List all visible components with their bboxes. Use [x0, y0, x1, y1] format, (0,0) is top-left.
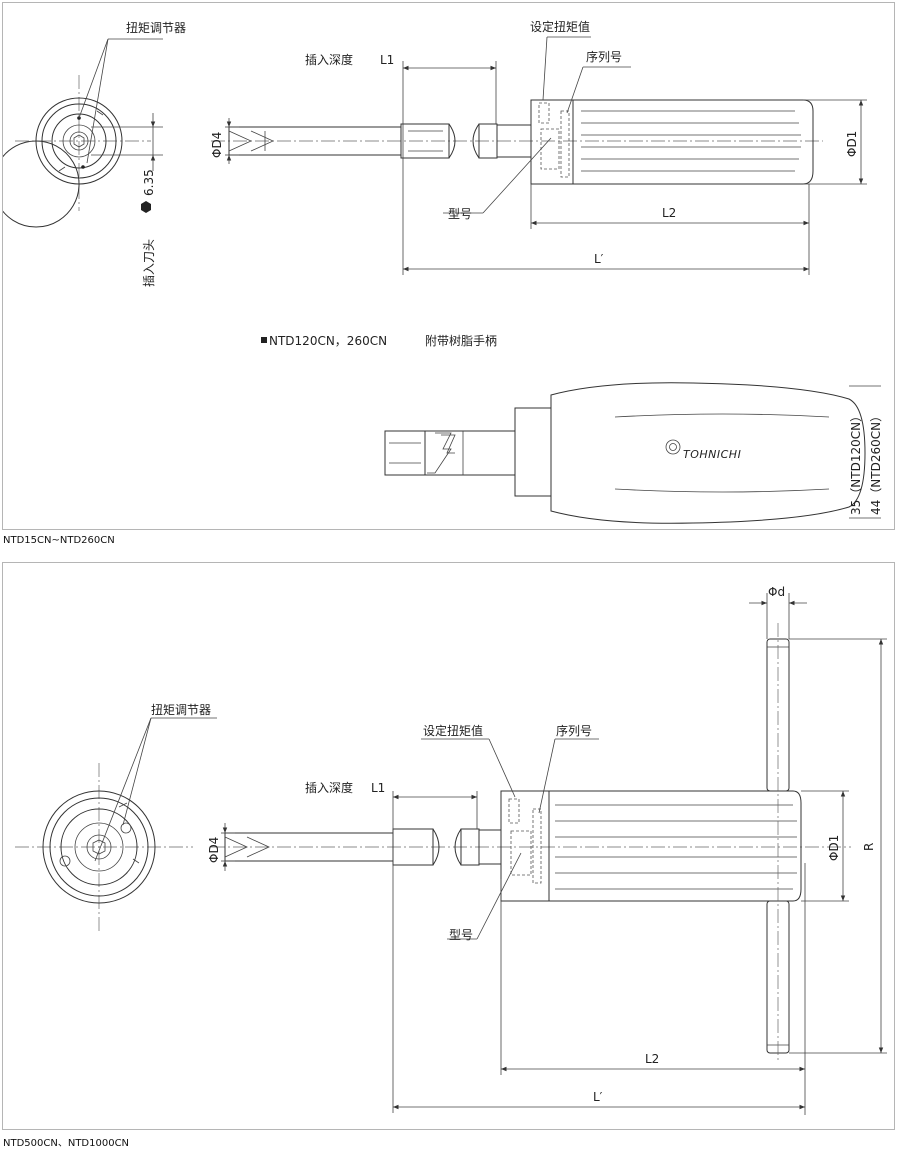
bottom-drawing-panel: 扭矩调节器 Φd [2, 562, 895, 1130]
bottom-caption: NTD500CN、NTD1000CN [3, 1138, 130, 1149]
bottom-phi-d1-label: ΦD1 [827, 835, 841, 861]
bottom-l2-label: L2 [645, 1052, 659, 1066]
hex-icon [141, 201, 151, 213]
bottom-end-view: 扭矩调节器 [15, 703, 217, 933]
bottom-l1-label: L1 [371, 781, 385, 795]
top-phi-d4-label: ΦD4 [210, 132, 224, 158]
top-drawing: 扭矩调节器 6.35 插入刀头 ΦD4 [3, 19, 883, 524]
resin-handle-view: TOHNICHI 35（NTD120CN） 44（NTD260CN） [384, 382, 883, 524]
top-caption: NTD15CN~NTD260CN [3, 535, 115, 546]
top-l2-label: L2 [662, 206, 676, 220]
top-lprime-label: L′ [594, 252, 604, 266]
top-hex-size: 6.35 [142, 169, 156, 196]
bottom-phi-d-label: Φd [768, 585, 785, 599]
top-dim-35: 35（NTD120CN） [849, 410, 863, 515]
top-phi-d1-label: ΦD1 [845, 131, 859, 157]
bottom-insert-depth-label: 插入深度 [305, 780, 353, 795]
top-variant-title: NTD120CN，260CN [269, 334, 387, 348]
top-end-view: 扭矩调节器 6.35 插入刀头 [3, 21, 186, 287]
bottom-serial-label: 序列号 [556, 723, 592, 738]
top-variant-desc: 附带树脂手柄 [425, 333, 497, 348]
bottom-drawing: 扭矩调节器 Φd [15, 585, 887, 1115]
bottom-side-view: Φd R ΦD1 ΦD4 插入深度 L1 设定扭矩值 序列号 型号 [207, 585, 887, 1115]
top-insert-depth-label: 插入深度 [305, 52, 353, 67]
top-set-torque-label: 设定扭矩值 [530, 19, 590, 34]
top-l1-label: L1 [380, 53, 394, 67]
bullet-square-icon [261, 337, 267, 343]
top-torque-adjuster-label: 扭矩调节器 [126, 21, 186, 35]
bottom-torque-adjuster-label: 扭矩调节器 [151, 703, 211, 717]
top-serial-label: 序列号 [586, 49, 622, 64]
tohnichi-logo: TOHNICHI [683, 448, 741, 461]
top-dim-44: 44（NTD260CN） [869, 410, 883, 515]
top-drawing-panel: 扭矩调节器 6.35 插入刀头 ΦD4 [2, 2, 895, 530]
bottom-lprime-label: L′ [593, 1090, 603, 1104]
bottom-r-label: R [862, 843, 876, 851]
top-bit-label: 插入刀头 [142, 239, 156, 287]
bottom-set-torque-label: 设定扭矩值 [423, 723, 483, 738]
bottom-phi-d4-label: ΦD4 [207, 837, 221, 863]
bottom-model-label: 型号 [449, 928, 473, 942]
top-side-view: ΦD4 插入深度 L1 设定扭矩值 序列号 型号 ΦD1 L2 L′ [210, 19, 867, 275]
top-model-label: 型号 [448, 207, 472, 221]
